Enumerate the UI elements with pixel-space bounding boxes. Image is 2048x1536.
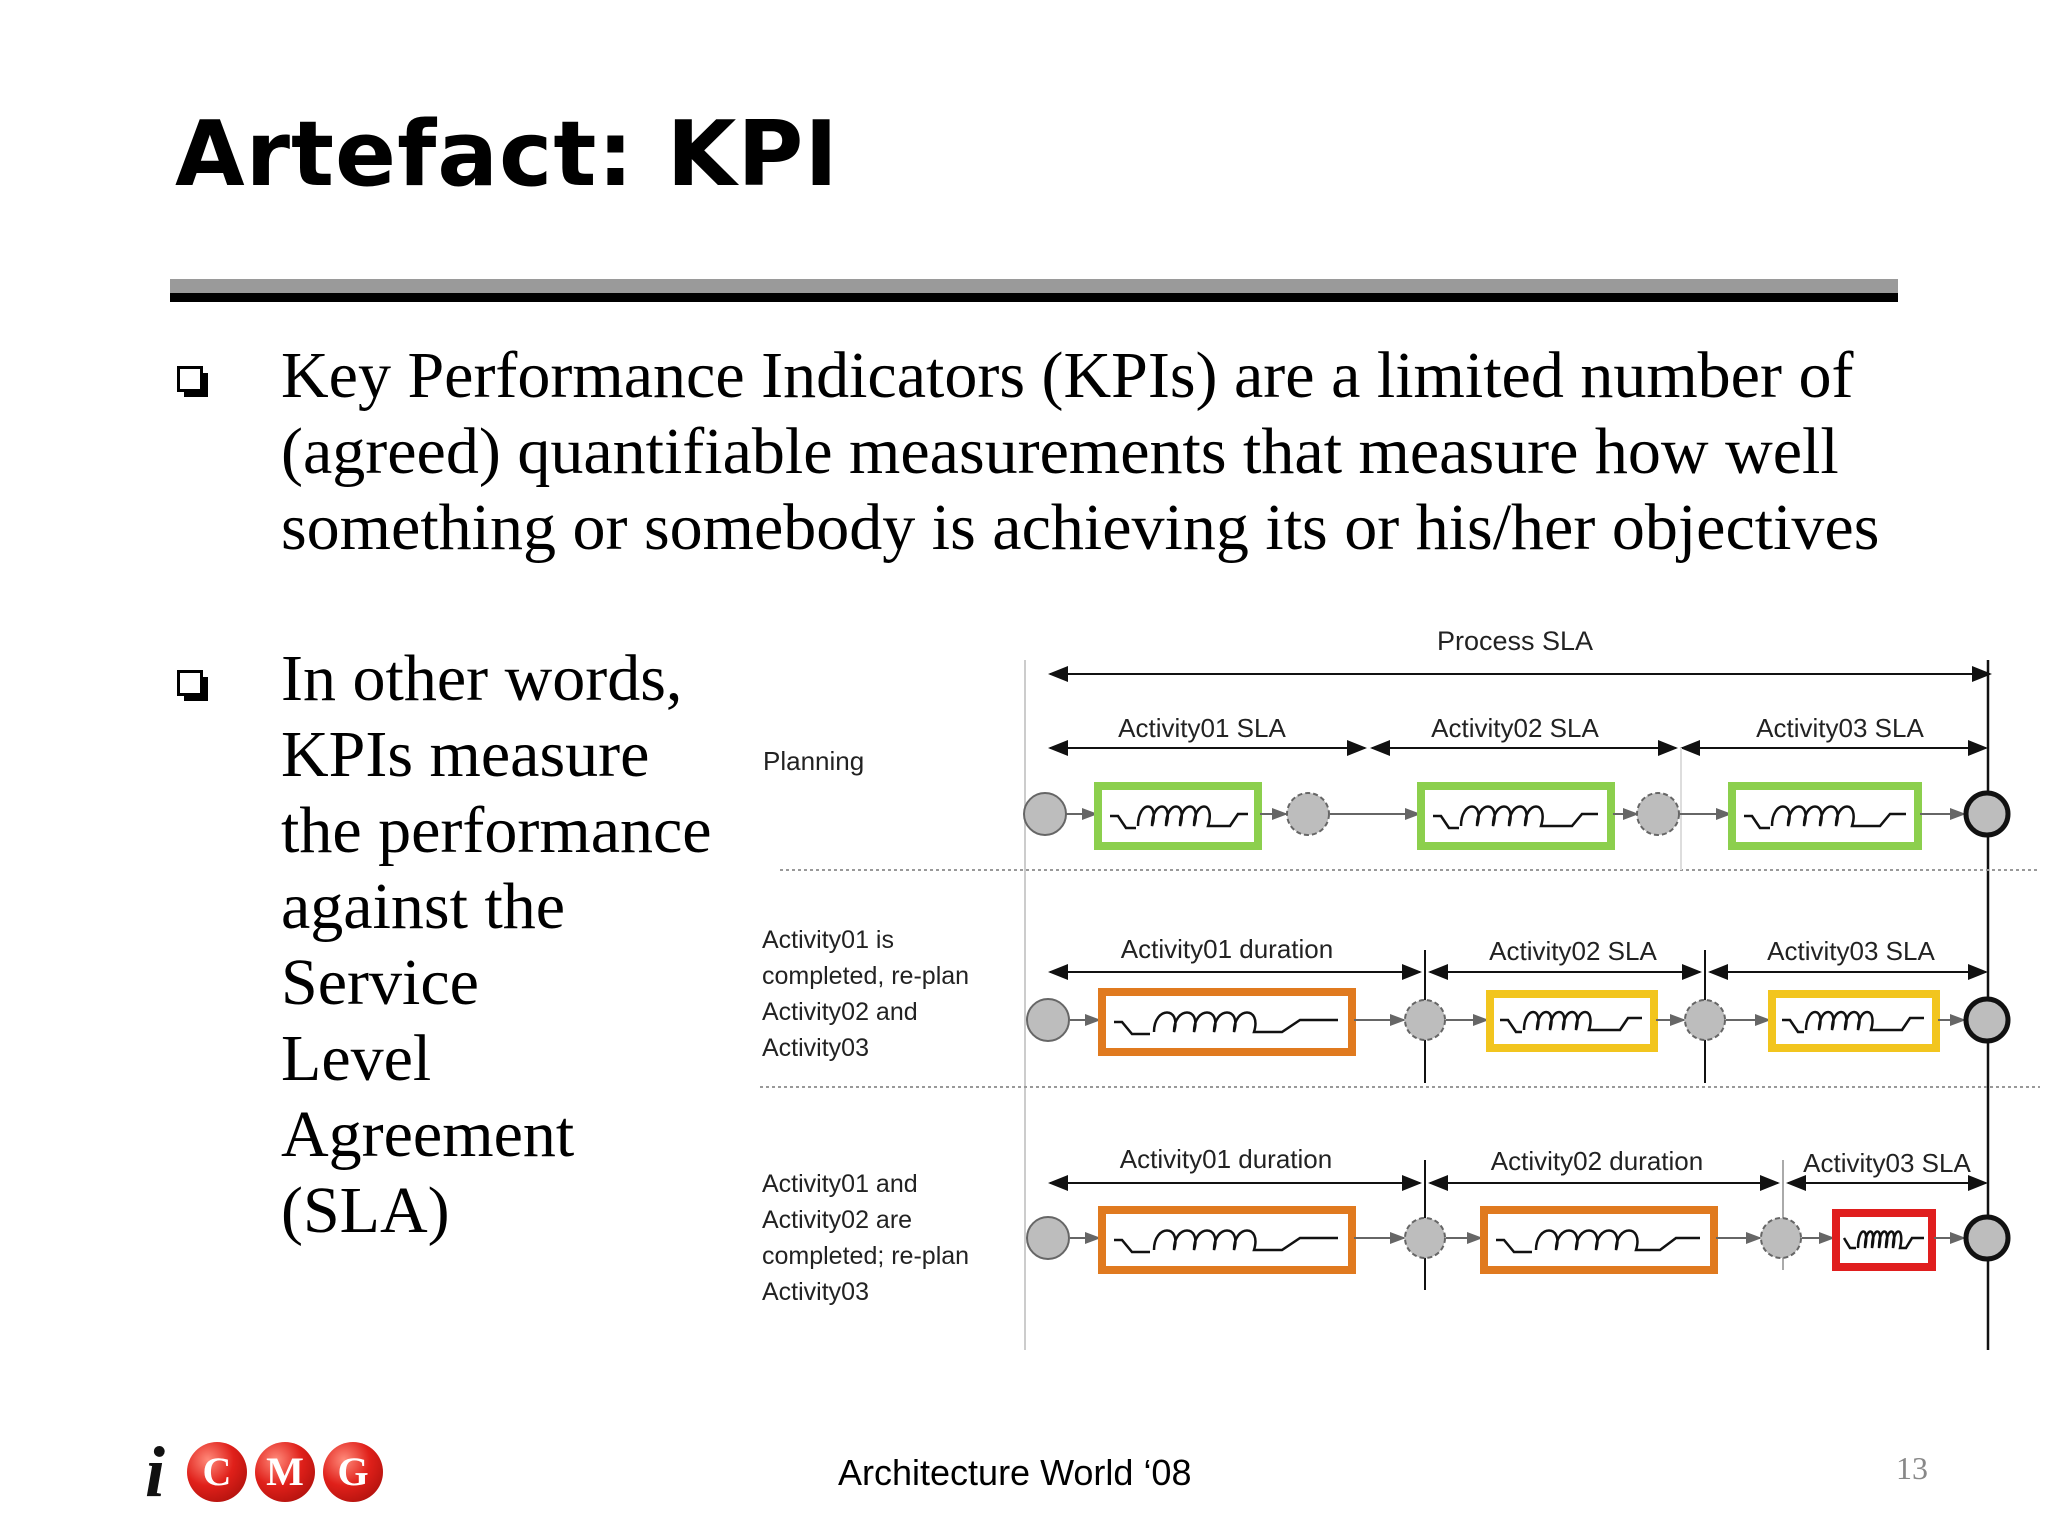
bullet-2-line: Agreement bbox=[281, 1098, 575, 1171]
activity-box bbox=[1094, 782, 1262, 850]
spring-icon bbox=[1856, 1230, 1924, 1250]
activity-box bbox=[1832, 1209, 1936, 1271]
logo-prefix: i bbox=[145, 1432, 166, 1512]
bullet-1-text: Key Performance Indicators (KPIs) are a … bbox=[281, 338, 1879, 566]
segment-label: Activity01 SLA bbox=[1118, 713, 1286, 743]
activity-box bbox=[1728, 782, 1922, 850]
activity-box bbox=[1480, 1206, 1718, 1274]
bullet-1-line: (agreed) quantifiable measurements that … bbox=[281, 415, 1839, 488]
row-label: Planning bbox=[763, 746, 864, 776]
intermediate-event-icon bbox=[1636, 792, 1680, 836]
bullet-2-line: In other words, bbox=[281, 642, 683, 715]
segment-label: Activity03 SLA bbox=[1803, 1148, 1971, 1178]
activity-box bbox=[1486, 990, 1658, 1052]
activity-box bbox=[1098, 1206, 1356, 1274]
row-label-line: completed; re-plan bbox=[762, 1242, 969, 1270]
segment-label: Activity02 SLA bbox=[1431, 713, 1599, 743]
spring-icon bbox=[1522, 1010, 1642, 1032]
spring-icon bbox=[1534, 1229, 1700, 1252]
row-planning: Planning Activity01 SLA Activity02 SLA A… bbox=[763, 713, 2011, 870]
process-sla-label: Process SLA bbox=[1437, 626, 1593, 656]
activity-box bbox=[1098, 988, 1356, 1056]
logo-ball-c: C bbox=[187, 1442, 247, 1502]
intermediate-event-icon bbox=[1684, 999, 1726, 1041]
bullet-2-line: Service bbox=[281, 946, 479, 1019]
row-label-line: Activity01 and bbox=[762, 1170, 918, 1198]
row-label-line: completed, re-plan bbox=[762, 962, 969, 990]
row-label-line: Activity01 is bbox=[762, 926, 894, 954]
spring-icon bbox=[1770, 805, 1906, 828]
logo-ball-g: G bbox=[323, 1442, 383, 1502]
intermediate-event-icon bbox=[1404, 1217, 1446, 1259]
bullet-2-line: the performance bbox=[281, 794, 712, 867]
title-rule-gray bbox=[170, 279, 1898, 293]
footer-text: Architecture World ‘08 bbox=[838, 1452, 1192, 1493]
row-label-line: Activity02 and bbox=[762, 998, 918, 1026]
row-replan-activity02: Activity01 is completed, re-plan Activit… bbox=[762, 926, 2011, 1083]
row-label-line: Activity03 bbox=[762, 1034, 869, 1062]
spring-icon bbox=[1152, 1011, 1338, 1034]
bullet-checkbox-icon bbox=[177, 670, 208, 701]
spring-icon bbox=[1459, 805, 1598, 828]
segment-label: Activity03 SLA bbox=[1756, 713, 1924, 743]
start-event-icon bbox=[1026, 998, 1070, 1042]
start-event-icon bbox=[1026, 1216, 1070, 1260]
segment-label: Activity03 SLA bbox=[1767, 936, 1935, 966]
bullet-1-line: Key Performance Indicators (KPIs) are a … bbox=[281, 339, 1854, 412]
slide-title: Artefact: KPI bbox=[175, 102, 839, 207]
bullet-2-line: (SLA) bbox=[281, 1174, 450, 1247]
intermediate-event-icon bbox=[1286, 792, 1330, 836]
spring-icon bbox=[1136, 805, 1248, 828]
icmg-logo: i C M G bbox=[145, 1432, 405, 1512]
end-event-icon bbox=[1963, 996, 2011, 1044]
end-event-icon bbox=[1963, 1214, 2011, 1262]
row-label-line: Activity02 are bbox=[762, 1206, 912, 1234]
bullet-checkbox-icon bbox=[177, 366, 208, 397]
row-label-line: Activity03 bbox=[762, 1278, 869, 1306]
title-rule-black bbox=[170, 293, 1898, 302]
spring-icon bbox=[1804, 1010, 1924, 1032]
bullet-2-line: Level bbox=[281, 1022, 432, 1095]
bullet-2-line: against the bbox=[281, 870, 566, 943]
intermediate-event-icon bbox=[1760, 1217, 1802, 1259]
row-label-line: Planning bbox=[763, 746, 864, 776]
page-number: 13 bbox=[1896, 1450, 1928, 1486]
activity-box bbox=[1768, 990, 1940, 1052]
activity-box bbox=[1417, 782, 1615, 850]
segment-label: Activity02 SLA bbox=[1489, 936, 1657, 966]
start-event-icon bbox=[1023, 792, 1067, 836]
bullet-1-line: something or somebody is achieving its o… bbox=[281, 491, 1880, 564]
row-label: Activity01 and Activity02 are completed;… bbox=[762, 1170, 976, 1306]
intermediate-event-icon bbox=[1404, 999, 1446, 1041]
row-replan-activity03: Activity01 and Activity02 are completed;… bbox=[762, 1144, 2011, 1306]
segment-label: Activity02 duration bbox=[1491, 1146, 1703, 1176]
segment-label: Activity01 duration bbox=[1121, 934, 1333, 964]
spring-icon bbox=[1152, 1229, 1338, 1252]
segment-label: Activity01 duration bbox=[1120, 1144, 1332, 1174]
bullet-2-line: KPIs measure bbox=[281, 718, 650, 791]
end-event-icon bbox=[1963, 790, 2011, 838]
sla-timeline-diagram: Process SLA Planning Activity01 SLA Acti… bbox=[760, 626, 2040, 1350]
bullet-2-text: In other words, KPIs measure the perform… bbox=[281, 641, 712, 1249]
row-label: Activity01 is completed, re-plan Activit… bbox=[762, 926, 976, 1062]
logo-ball-m: M bbox=[255, 1442, 315, 1502]
